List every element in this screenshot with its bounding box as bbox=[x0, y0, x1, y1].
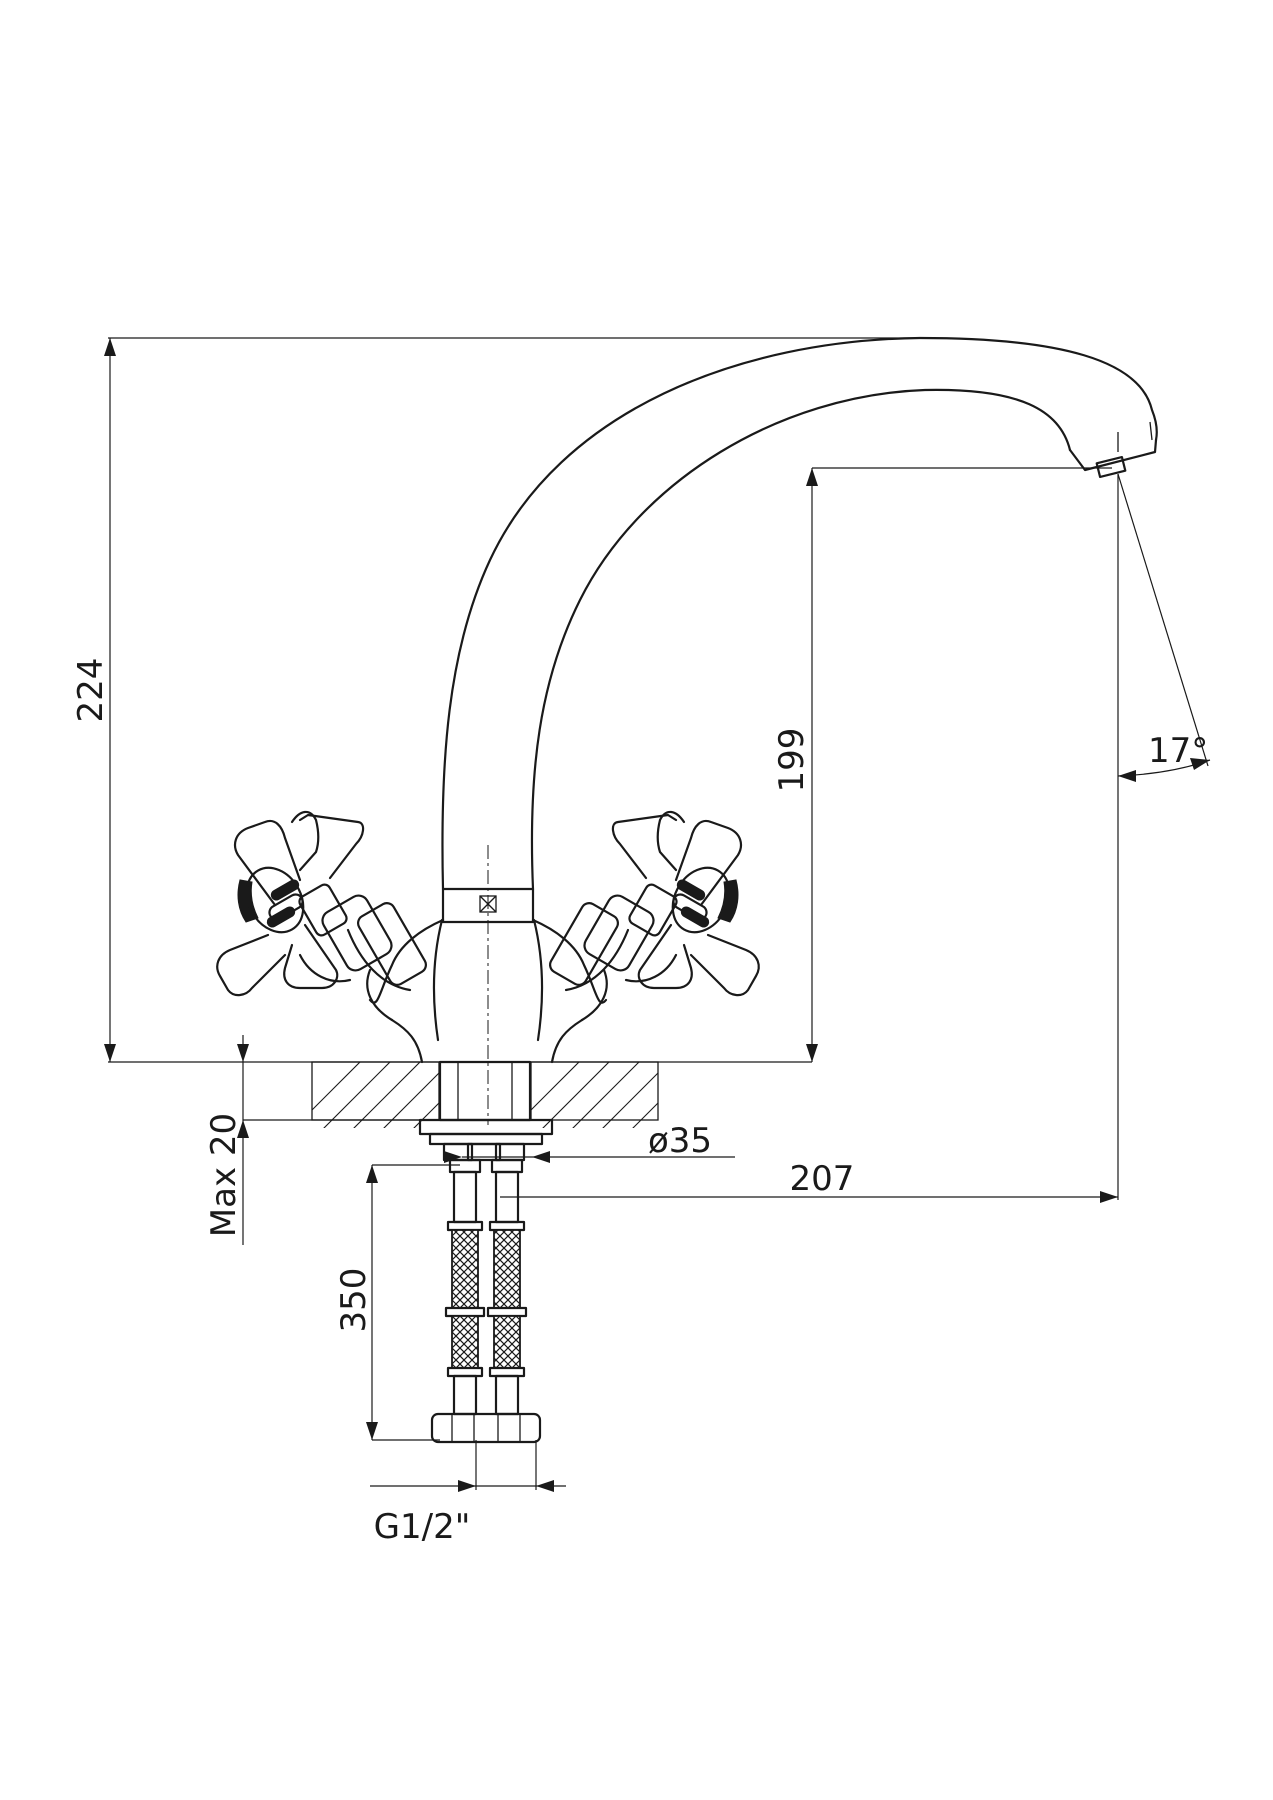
mounting-shank bbox=[418, 1060, 554, 1162]
supply-hoses bbox=[430, 1158, 542, 1444]
total-height-label: 224 bbox=[71, 658, 111, 723]
spout bbox=[441, 336, 1158, 891]
spout-angle-label: 17° bbox=[1148, 731, 1208, 771]
hose-length-label: 350 bbox=[334, 1268, 374, 1333]
thread-size-label: G1/2" bbox=[374, 1507, 471, 1547]
dimension-labels: 224 199 17° ø35 Max 20 207 350 G1/2" bbox=[71, 658, 1208, 1547]
max-thickness-label: Max 20 bbox=[204, 1113, 244, 1237]
spout-reach-label: 207 bbox=[790, 1159, 855, 1199]
faucet-body bbox=[366, 845, 608, 1125]
right-valve-handle bbox=[531, 810, 760, 1004]
base-diameter-label: ø35 bbox=[648, 1121, 712, 1161]
spout-height-label: 199 bbox=[772, 728, 812, 793]
left-valve-handle bbox=[216, 810, 445, 1004]
